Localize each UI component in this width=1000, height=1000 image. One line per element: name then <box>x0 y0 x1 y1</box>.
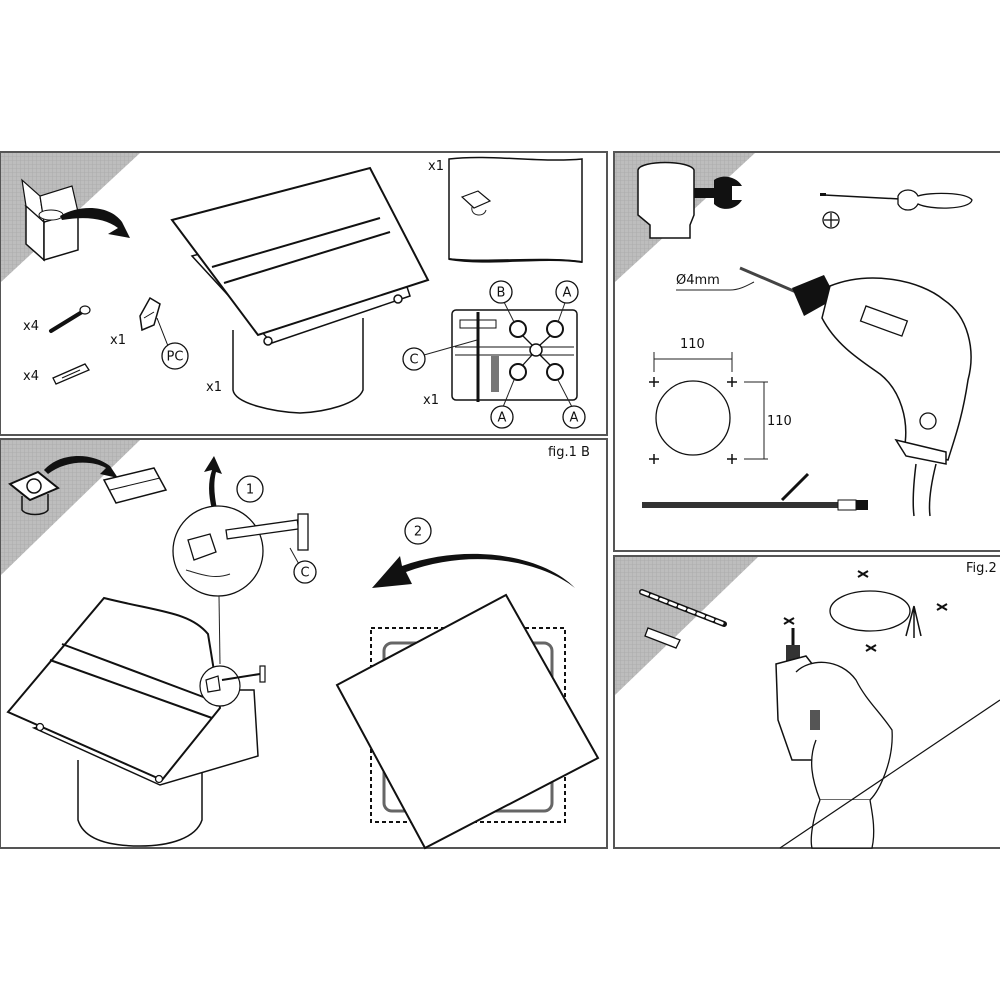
hole-template-diagram <box>649 352 768 464</box>
rotating-cover-diagram <box>335 593 600 850</box>
cable-connector-icon <box>139 296 169 347</box>
step-2-callout <box>404 517 432 545</box>
drill-bit-size-label: Ø4mm <box>676 273 720 288</box>
spare-parts-frame <box>451 309 578 402</box>
small-fan-icon <box>8 470 60 516</box>
panel-fig1b: fig.1 B 1 C <box>1 440 600 850</box>
callout-a-bottom-right <box>562 405 586 429</box>
panel-fig2: Fig.2 <box>615 557 1000 849</box>
wall-anchor-icon <box>52 363 90 385</box>
power-drill-icon <box>739 266 972 517</box>
callout-a-bottom-left-label: A <box>498 411 507 426</box>
panel-bottom-right-frame <box>613 555 1000 849</box>
clip-callout-c-label: C <box>300 566 309 581</box>
panel-tools: Ø4mm 110 110 <box>615 153 973 517</box>
fan-unit-illustration <box>170 166 430 414</box>
screwdriver-icon <box>820 189 973 211</box>
shaded-wall-corner-fig2 <box>615 557 758 695</box>
connector-callout-label: PC <box>167 350 184 365</box>
step-1-callout <box>236 475 264 503</box>
template-qty: x1 <box>428 159 444 174</box>
callout-b-label: B <box>497 286 506 301</box>
lift-arrow-icon <box>204 456 222 524</box>
fan-housing-icon <box>637 161 695 239</box>
phillips-head-icon <box>822 211 840 229</box>
callout-a-top-label: A <box>563 286 572 301</box>
ceiling-edge <box>779 699 1000 849</box>
clip-detail-magnifier <box>172 505 309 597</box>
connector-qty: x1 <box>110 333 126 348</box>
callout-a-bottom-right-label: A <box>570 411 579 426</box>
wrench-icon <box>694 176 742 209</box>
screws-qty: x4 <box>23 319 39 334</box>
panel-contents-unpack: x4 x4 x1 PC x1 x1 <box>1 153 586 429</box>
panel-bottom-left-frame <box>0 438 608 849</box>
small-cover-icon <box>102 467 168 504</box>
marked-holes <box>783 570 948 652</box>
rotate-arrow-icon <box>372 553 575 588</box>
arrow-to-cover-icon <box>44 455 118 478</box>
fan-with-cover-illustration <box>6 596 266 847</box>
fan-qty: x1 <box>206 380 222 395</box>
panel-frames <box>0 151 1000 849</box>
height-dimension: 110 <box>767 414 792 429</box>
callout-b <box>489 280 513 304</box>
callout-c <box>402 347 426 371</box>
callout-c-label: C <box>409 353 418 368</box>
panel-top-right-frame <box>613 151 1000 552</box>
width-dimension: 110 <box>680 337 705 352</box>
callout-a-bottom-left <box>490 405 514 429</box>
connector-callout <box>161 342 189 370</box>
callout-a-top <box>555 280 579 304</box>
clip-callout-c <box>293 560 317 584</box>
tape-measure-pencil-icon <box>642 472 868 511</box>
masonry-drill-bit-icon <box>639 589 727 627</box>
step-2-label: 2 <box>414 525 422 540</box>
hand-drilling-icon <box>775 628 893 849</box>
wall-plug-icon <box>644 627 681 649</box>
anchors-qty: x4 <box>23 369 39 384</box>
drilling-template-sheet <box>448 156 583 263</box>
parts-frame-qty: x1 <box>423 393 439 408</box>
arrow-out-of-box-icon <box>60 207 130 238</box>
step-1-label: 1 <box>246 483 254 498</box>
fig1b-label: fig.1 B <box>548 445 590 460</box>
fig2-label: Fig.2 <box>966 561 997 576</box>
panel-top-left-frame <box>0 151 608 436</box>
screw-icon <box>49 305 91 333</box>
